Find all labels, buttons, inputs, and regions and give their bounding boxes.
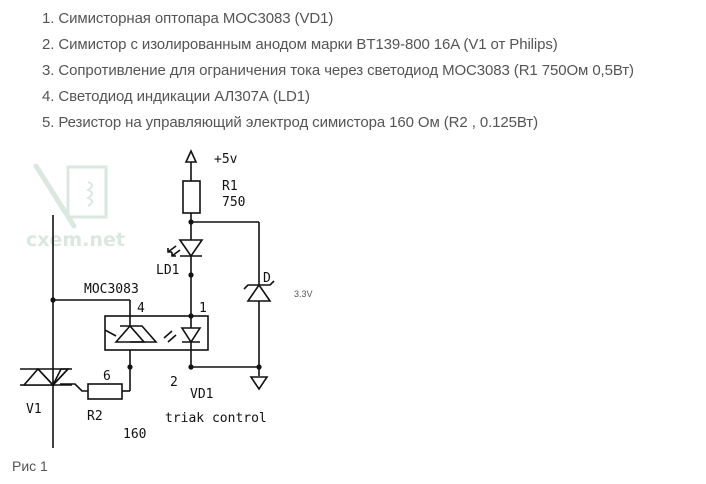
ground-icon [249, 376, 269, 391]
junction-dots [50, 219, 262, 370]
r1-value: 750 [222, 195, 245, 210]
r2-value: 160 [123, 427, 146, 442]
supply-arrow-icon [184, 149, 198, 163]
zener-name: D [263, 271, 271, 286]
components-list: 1. Симисторная оптопара MOC3083 (VD1) 2.… [42, 6, 634, 136]
opto-ref: VD1 [190, 387, 213, 402]
schematic-title: triak control [165, 411, 267, 426]
led-name: LD1 [156, 263, 179, 278]
supply-label: +5v [214, 152, 238, 167]
r2-name: R2 [87, 409, 103, 424]
resistor-r2 [87, 383, 123, 400]
zener-value: 3.3V [294, 289, 313, 299]
pin4-label: 4 [137, 301, 145, 316]
led-ld1 [167, 239, 204, 258]
list-item: 4. Светодиод индикации АЛ307А (LD1) [42, 88, 310, 105]
list-item: 5. Резистор на управляющий электрод сими… [42, 114, 538, 131]
pin2-label: 2 [170, 375, 178, 390]
list-item: 1. Симисторная оптопара MOC3083 (VD1) [42, 10, 334, 27]
triac-v1 [20, 367, 72, 387]
zener-diode [243, 280, 275, 302]
list-item: 3. Сопротивление для ограничения тока че… [42, 62, 634, 79]
figure-caption: Рис 1 [12, 458, 48, 474]
optocoupler-moc3083 [104, 315, 209, 351]
triac-name: V1 [26, 402, 42, 417]
watermark-logo: cxem.net [26, 163, 125, 251]
opto-name: MOC3083 [84, 282, 139, 297]
r1-name: R1 [222, 179, 238, 194]
resistor-r1 [182, 180, 201, 214]
list-item: 2. Симистор с изолированным анодом марки… [42, 36, 558, 53]
pin6-label: 6 [103, 369, 111, 384]
pin1-label: 1 [199, 301, 207, 316]
watermark-text: cxem.net [26, 229, 125, 251]
